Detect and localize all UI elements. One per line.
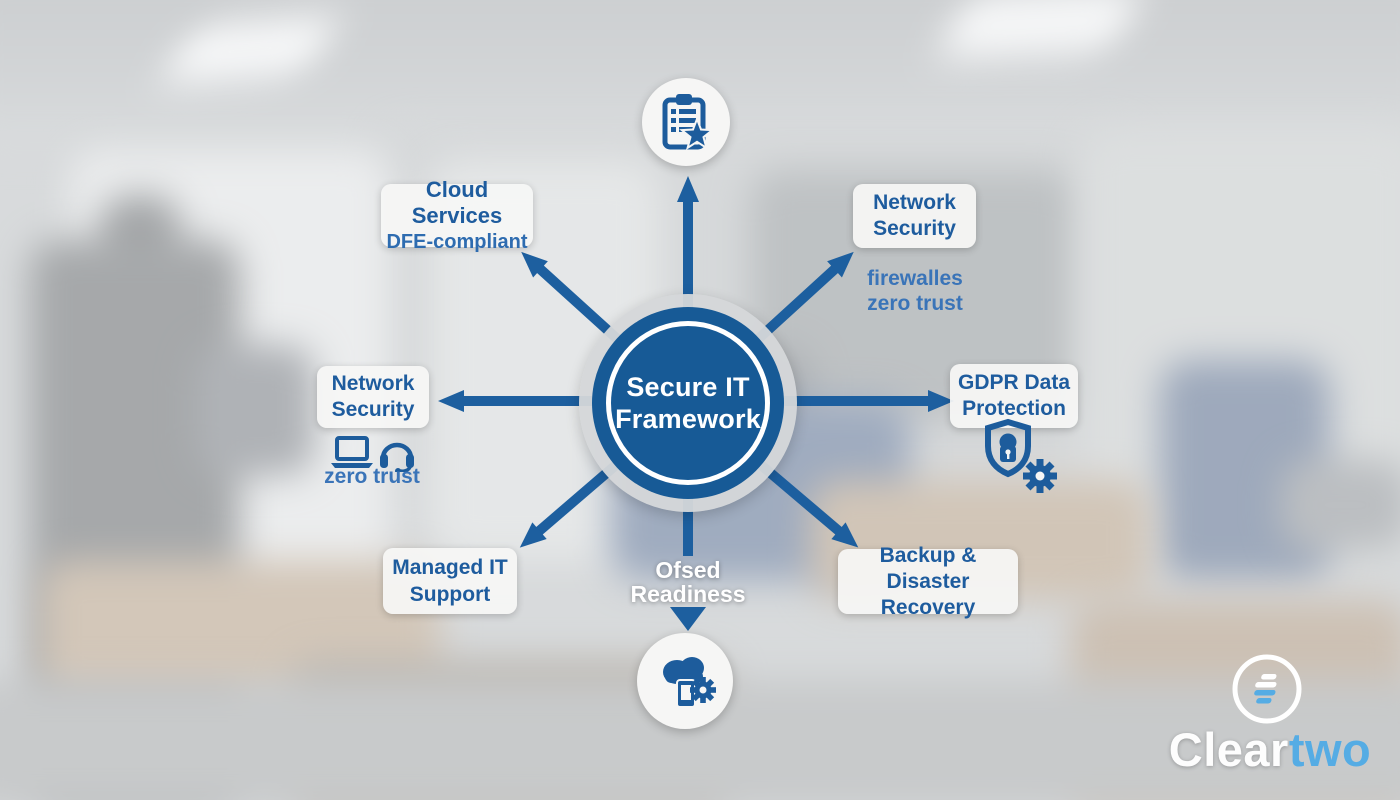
gdpr-title-line2: Protection [962,397,1066,420]
hub-label: Secure IT Framework [592,307,784,499]
cleartwo-wordmark: Cleartwo [1130,722,1400,777]
ofsted-line2: Readiness [630,581,746,607]
node-network-security-right: Network Security [853,184,976,248]
logo-text-clear: Clear [1168,723,1289,776]
network-security-left-title-line1: Network [331,372,415,395]
cloud-services-title: Cloud Services [411,176,503,228]
cloud-device-badge [637,633,733,729]
cleartwo-mark-icon [1232,654,1302,724]
sublabel-firewalles: firewalles [867,267,963,290]
network-security-left-title-line2: Security [331,398,415,421]
laptop-icon [331,436,373,468]
node-managed-it-support: Managed IT Support [383,548,517,614]
label-ofsted-readiness: Ofsed Readiness [588,558,788,606]
network-security-right-sublabels: firewalles zero trust [845,266,985,316]
network-security-left-icons [331,436,414,472]
shield-lock-icon [985,418,1057,493]
hub-secure-it-framework: Secure IT Framework [592,307,784,499]
node-cloud-services: Cloud Services DFE-compliant [381,177,533,253]
sublabel-zero-trust-left: zero trust [324,465,420,488]
clipboard-checklist-star-icon [662,94,715,151]
hub-label-line2: Framework [615,404,761,434]
node-network-security-left: Network Security [317,366,429,428]
cloud-device-gear-icon [663,657,716,708]
hub-inner-ring [606,321,770,485]
sublabel-zero-trust-right: zero trust [867,292,963,315]
gdpr-title-line1: GDPR Data [957,371,1071,394]
node-gdpr-data-protection: GDPR Data Protection [950,364,1078,428]
backup-title-line2: Disaster Recovery [880,569,976,619]
managed-it-title-line1: Managed IT [392,556,508,579]
network-security-right-title-line2: Security [873,217,956,240]
managed-it-title-line2: Support [409,583,491,606]
network-security-right-title-line1: Network [873,191,956,214]
headset-icon [380,442,414,472]
node-backup-disaster-recovery: Backup & Disaster Recovery [838,544,1018,619]
hub-outer-ring: Secure IT Framework [579,294,797,512]
logo-text-two: two [1288,723,1372,776]
hub-label-line1: Secure IT [626,372,750,402]
cloud-services-subtitle: DFE-compliant [386,230,528,253]
backup-title-line1: Backup & [879,543,977,567]
gear-icon [1023,459,1057,493]
compliance-icon-badge [642,78,730,166]
ofsted-line1: Ofsed [655,557,721,583]
